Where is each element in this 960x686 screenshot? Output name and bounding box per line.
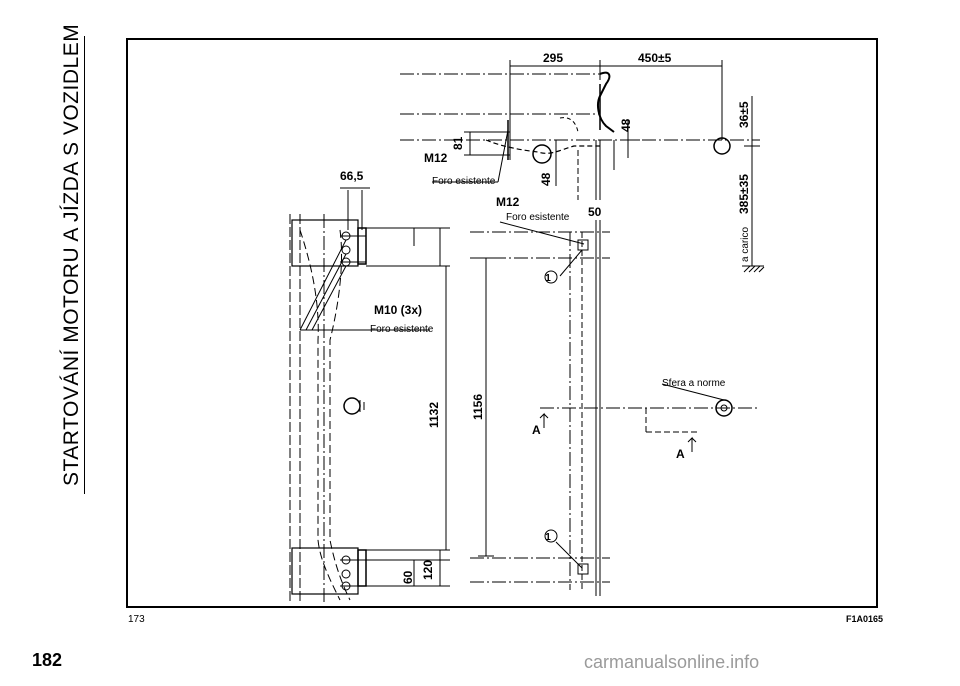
dim-50: 50 — [588, 205, 602, 219]
label-m12-center: M12 — [496, 195, 520, 209]
label-foro-2: Foro esistente — [506, 212, 570, 223]
ball-profile — [713, 137, 731, 155]
figure-frame — [126, 38, 878, 608]
page-number: 182 — [32, 650, 63, 670]
callout-circle-2 — [544, 529, 558, 543]
dim-36: 36±5 — [737, 101, 751, 128]
dim-60: 60 — [401, 570, 415, 584]
callout-circle-1 — [544, 270, 558, 284]
callout-1-top: 1 — [545, 273, 551, 284]
dim-66-5: 66,5 — [340, 169, 364, 183]
watermark: carmanualsonline.info — [584, 652, 760, 672]
dim-1156: 1156 — [471, 394, 485, 420]
label-foro-3: Foro esistente — [370, 324, 434, 335]
dim-1132: 1132 — [427, 402, 441, 428]
dim-48-top: 48 — [619, 118, 633, 132]
ground-hatch — [742, 265, 765, 273]
label-sfera: Sfera a norme — [662, 378, 726, 389]
dim-a-carico: a carico — [740, 227, 751, 262]
figure-code: F1A0165 — [846, 614, 884, 624]
crossmember-outline — [289, 214, 301, 604]
label-m10: M10 (3x) — [374, 303, 422, 317]
figure-number: 173 — [128, 614, 145, 625]
dim-48-side: 48 — [539, 172, 553, 186]
label-foro-1: Foro esistente — [432, 176, 496, 187]
dim-81: 81 — [451, 136, 465, 150]
dim-295: 295 — [543, 51, 563, 65]
dim-450: 450±5 — [638, 51, 672, 65]
ball-top-left — [343, 397, 361, 415]
dim-385: 385±35 — [737, 174, 751, 214]
dim-120: 120 — [421, 560, 435, 580]
section-a-right: A — [676, 447, 685, 461]
side-rule — [84, 36, 85, 494]
section-a-left: A — [532, 423, 541, 437]
label-m12-left: M12 — [424, 151, 448, 165]
callout-1-bottom: 1 — [545, 532, 551, 543]
ball-side — [532, 144, 552, 164]
